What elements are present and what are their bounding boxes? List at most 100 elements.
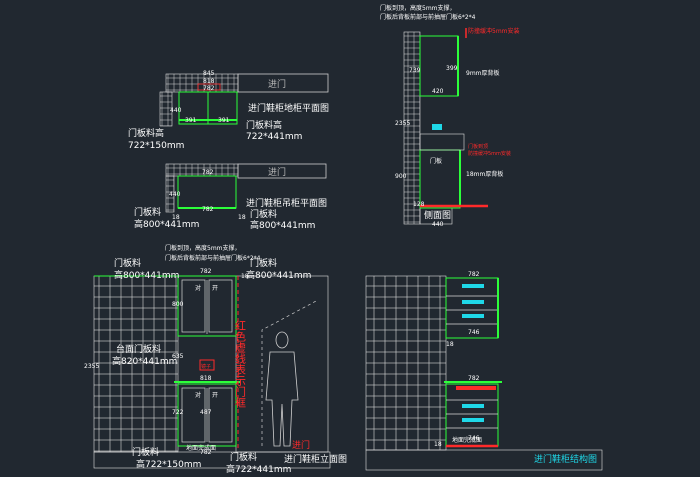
red-marker [456,386,496,390]
side-section: 门板到顶，高度5mm支撑， 门板后背板前部与前抽屉门板6*2*4 防撞缓冲5mm… [380,4,520,228]
dim-depth: 440 [170,107,182,114]
note: 高800*441mm [134,218,199,230]
dim: 800 [172,301,184,308]
dim: 818 [200,375,212,382]
hinge-marker [462,314,484,318]
dim: 18 [434,441,442,448]
note: 门板到顶，高度5mm支撑， [165,244,241,252]
elevation: 对 开 对 开 镜子 红色虚线表示门框 进门 2355 782 818 782 … [84,244,347,475]
red-note: 红色虚线表示门框 [234,320,247,409]
dim-width: 845 [203,70,215,77]
mirror-box [199,359,215,371]
dim-width: 782 [202,169,214,176]
note: 台面门板料 [116,343,161,355]
note: 722*441mm [246,132,302,142]
plan-floor-cabinet: 进门 845 818 782 391 391 440 进门鞋柜地柜平面图 门板料… [128,70,329,151]
lower-cabinet [177,383,237,447]
door-opening [237,163,327,179]
door-right [208,279,233,333]
dim: 128 [413,201,425,208]
note: 门板料高 [246,119,282,131]
dim: 18 [241,273,249,280]
wall-hatch [165,175,175,213]
dim-width: 391 [218,117,230,124]
side-title: 侧面图 [424,209,451,221]
dim: 2355 [395,120,410,127]
red-marker [197,83,221,91]
note: 高800*441mm [114,269,179,281]
note: 高722*441mm [226,463,291,475]
door-swing [261,299,319,446]
wall-hatch [159,91,173,127]
door-left [181,387,206,443]
floor-slab [365,449,603,471]
upper-cabinet [177,275,237,337]
note: 高800*441mm [246,269,311,281]
label: 门板 [430,157,442,165]
wall-hatch [165,73,239,93]
plan-wall-title: 进门鞋柜吊柜平面图 [246,197,327,209]
cabinet-outline [177,175,237,209]
dim: 399 [446,65,458,72]
floor-slab [93,451,331,469]
dim: 420 [432,88,444,95]
structure-title: 进门鞋柜结构图 [534,453,597,465]
red-note: 门板到顶 [468,143,488,150]
note: 高800*441mm [250,219,315,231]
dim: 487 [200,409,212,416]
dim: 746 [468,435,480,442]
note: 门板后背板前部与前抽屉门板6*2*4 [165,254,261,262]
red-note: 防撞缓冲5mm安装 [468,27,520,35]
wall-hatch [403,31,421,225]
label: 9mm厚背板 [466,69,500,77]
dim: 782 [468,375,480,382]
dim-width: 782 [202,206,214,213]
dim-width: 818 [203,78,215,85]
note: 门板后背板前部与前抽屉门板6*2*4 [380,13,476,21]
note: 高820*441mm [112,355,177,367]
hinge-marker [462,300,484,304]
countertop [419,133,465,151]
dim-side: 18 [172,214,180,221]
note: 722*150mm [128,141,184,151]
note: 门板料 [250,208,277,220]
hinge-marker [462,284,484,288]
dim-depth: 440 [169,191,181,198]
note: 门板料高 [128,127,164,139]
dim-side: 18 [238,214,246,221]
note: 门板料 [134,206,161,218]
label: 18mm厚背板 [466,170,503,178]
note: 高722*150mm [136,458,201,470]
dim: 782 [200,449,212,456]
floor-note: 地面完成面 [186,444,216,452]
door-label: 进门 [268,78,286,90]
note: 门板到顶，高度5mm支撑， [380,4,456,12]
note: 门板料 [132,446,159,458]
elevation-title: 进门鞋柜立面图 [284,453,347,465]
dim: 440 [432,221,444,228]
door-label: 进门 [292,439,310,451]
note: 门板料 [114,257,141,269]
label: 对 [195,391,201,399]
dim: 782 [200,268,212,275]
plan-wall-cabinet: 进门 782 782 440 18 18 进门鞋柜吊柜平面图 门板料 高800*… [134,163,327,231]
label: 对 [195,284,201,292]
wall-tile [365,275,447,451]
red-box-label: 镜子 [201,363,211,370]
dim: 635 [172,353,184,360]
dim: 746 [468,329,480,336]
hinge-marker [462,404,484,408]
dim: 18 [446,341,454,348]
dim: 722 [172,409,184,416]
plan-floor-title: 进门鞋柜地柜平面图 [248,102,329,114]
wall-tile-left [93,275,179,453]
hinge-marker [462,418,484,422]
dim: 900 [395,173,407,180]
door-opening [237,73,329,93]
door-label: 进门 [268,166,286,178]
dim: 2355 [84,363,99,370]
door-left [181,279,206,333]
label: 开 [212,285,218,292]
red-note: 防撞缓冲5mm安装 [468,150,511,157]
